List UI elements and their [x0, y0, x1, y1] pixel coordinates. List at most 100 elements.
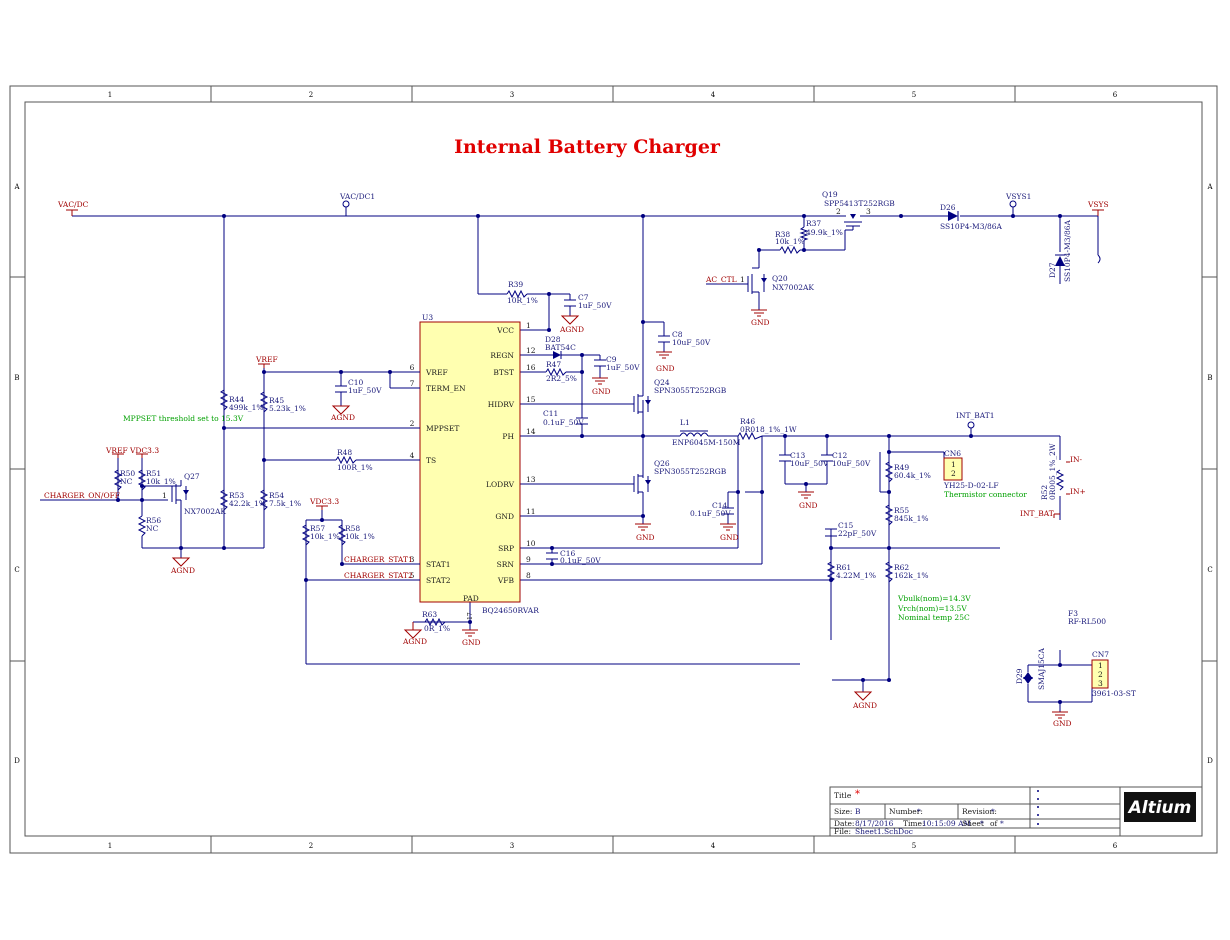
r37-ref: R37: [806, 219, 821, 228]
zone-col-4-bottom: 4: [711, 842, 716, 850]
zone-row-b-right: B: [1207, 374, 1212, 382]
c10-value: 1uF_50V: [348, 386, 382, 395]
q19-ref: Q19: [822, 190, 838, 199]
title-block: Title * Size: B Number: * Revision: * Da…: [829, 786, 1203, 837]
r44-value: 499k_1%: [229, 403, 264, 412]
q19-value: SPP5413T252RGB: [824, 199, 895, 208]
zone-col-2-bottom: 2: [309, 842, 313, 850]
tb-size-value: B: [855, 807, 861, 816]
u3-pin-num-vfb: 8: [526, 571, 531, 580]
zone-row-d-right: D: [1207, 757, 1213, 765]
net-vac-dc1: VAC/DC1: [339, 192, 375, 201]
tb-of-value: *: [1000, 819, 1004, 828]
cn7-pin-3: 3: [1098, 679, 1103, 688]
r38-ref: R38: [775, 230, 790, 239]
gnd-label-2: GND: [656, 364, 675, 373]
r56-ref: R56: [146, 516, 161, 525]
q20-value: NX7002AK: [772, 283, 814, 292]
c16-ref: C16: [560, 549, 576, 558]
u3-pin-name-srp: SRP: [498, 544, 514, 553]
u3-pad-label: PAD: [463, 594, 479, 603]
cn6-pin-1: 1: [951, 460, 956, 469]
l1-ref: L1: [680, 418, 690, 427]
c15-ref: C15: [838, 521, 854, 530]
tb-title-label: Title: [834, 791, 852, 800]
c10-ref: C10: [348, 378, 364, 387]
u3-pin-name-srn: SRN: [497, 560, 515, 569]
u3-pin-num-hidrv: 15: [526, 395, 536, 404]
q26-value: SPN3055T252RGB: [654, 467, 727, 476]
agnd-label-5: AGND: [852, 701, 877, 710]
cn7-value: 3961-03-ST: [1092, 689, 1136, 698]
zone-row-a-left: A: [13, 183, 20, 191]
gnd-label-5: GND: [799, 501, 818, 510]
d28-ref: D28: [545, 335, 561, 344]
f3-value: RF-RL500: [1068, 617, 1106, 626]
net-charger-stat1: CHARGER_STAT1: [344, 555, 413, 564]
u3-pin-num-vref: 6: [410, 363, 415, 372]
u3-pin-num-ph: 14: [526, 427, 536, 436]
r57-ref: R57: [310, 524, 325, 533]
tb-date-label: Date:: [834, 819, 854, 828]
net-vsys1: VSYS1: [1005, 192, 1031, 201]
zone-col-1-top: 1: [108, 91, 112, 99]
r54-ref: R54: [269, 491, 284, 500]
r47-ref: R47: [546, 360, 561, 369]
q19-pin-3: 3: [866, 207, 871, 216]
u3-pin-name-stat1: STAT1: [426, 560, 451, 569]
u3-pin-name-vfb: VFB: [497, 576, 515, 585]
u3-pin-name-ph: PH: [502, 432, 514, 441]
tb-of-label: of: [990, 819, 999, 828]
zone-col-3-top: 3: [510, 91, 514, 99]
r44-ref: R44: [229, 395, 244, 404]
altium-logo: Altium: [1127, 798, 1192, 818]
q20-gate-pin: 1: [740, 275, 745, 284]
r55-ref: R55: [894, 506, 909, 515]
q24-value: SPN3055T252RGB: [654, 386, 727, 395]
zone-row-d-left: D: [14, 757, 20, 765]
c9-ref: C9: [606, 355, 617, 364]
masked-regions: [800, 288, 1198, 740]
tb-title-value: *: [855, 789, 860, 800]
gnd-label-6: GND: [462, 638, 481, 647]
cn6-pin-2: 2: [951, 469, 956, 478]
c13-value: 10uF_50V: [790, 459, 829, 468]
zone-col-3-bottom: 3: [510, 842, 514, 850]
net-int-bat: INT_BAT: [1020, 509, 1054, 518]
r50-value: NC: [120, 477, 133, 486]
u3-pin-name-vcc: VCC: [496, 326, 514, 335]
sheet-title: Internal Battery Charger: [454, 136, 721, 158]
u3-pin-name-mppset: MPPSET: [426, 424, 459, 433]
u3-pin-num-regn: 12: [526, 346, 536, 355]
gnd-label-1: GND: [592, 387, 611, 396]
r48-value: 100R_1%: [337, 463, 373, 472]
r55-value: 845k_1%: [894, 514, 929, 523]
wires: [40, 215, 1099, 712]
net-vsys: VSYS: [1087, 200, 1109, 209]
zone-col-5-top: 5: [912, 91, 916, 99]
agnd-label-2: AGND: [330, 413, 355, 422]
cn7-pin-2: 2: [1098, 670, 1103, 679]
r37-value: 49.9k_1%: [806, 228, 843, 237]
tb-file-value: Sheet1.SchDoc: [855, 827, 913, 836]
zone-row-a-right: A: [1206, 183, 1213, 191]
u3-pin-name-hidrv: HIDRV: [488, 400, 515, 409]
r62-ref: R62: [894, 563, 909, 572]
altium-logo-box: [1124, 792, 1196, 822]
cn7-ref: CN7: [1092, 650, 1109, 659]
r58-ref: R58: [345, 524, 360, 533]
ground-symbols: AGND AGND AGND AGND AGND GND GND GND GND…: [170, 309, 1072, 728]
q20-ref: Q20: [772, 274, 788, 283]
r56-value: NC: [146, 524, 159, 533]
u3-part: BQ24650RVAR: [482, 606, 539, 615]
u3-ref: U3: [422, 313, 433, 322]
cn6-value: YH25-D-02-LF: [943, 481, 999, 490]
net-int-bat1: INT_BAT1: [956, 411, 995, 420]
net-charger-stat2: CHARGER_STAT2: [344, 571, 413, 580]
component-symbols: [113, 211, 1109, 689]
r51-ref: R51: [146, 469, 161, 478]
zone-row-c-right: C: [1207, 566, 1212, 574]
r39-ref: R39: [508, 280, 523, 289]
u3-pin-name-regn: REGN: [490, 351, 514, 360]
u3-pin-num-vcc: 1: [526, 321, 531, 330]
